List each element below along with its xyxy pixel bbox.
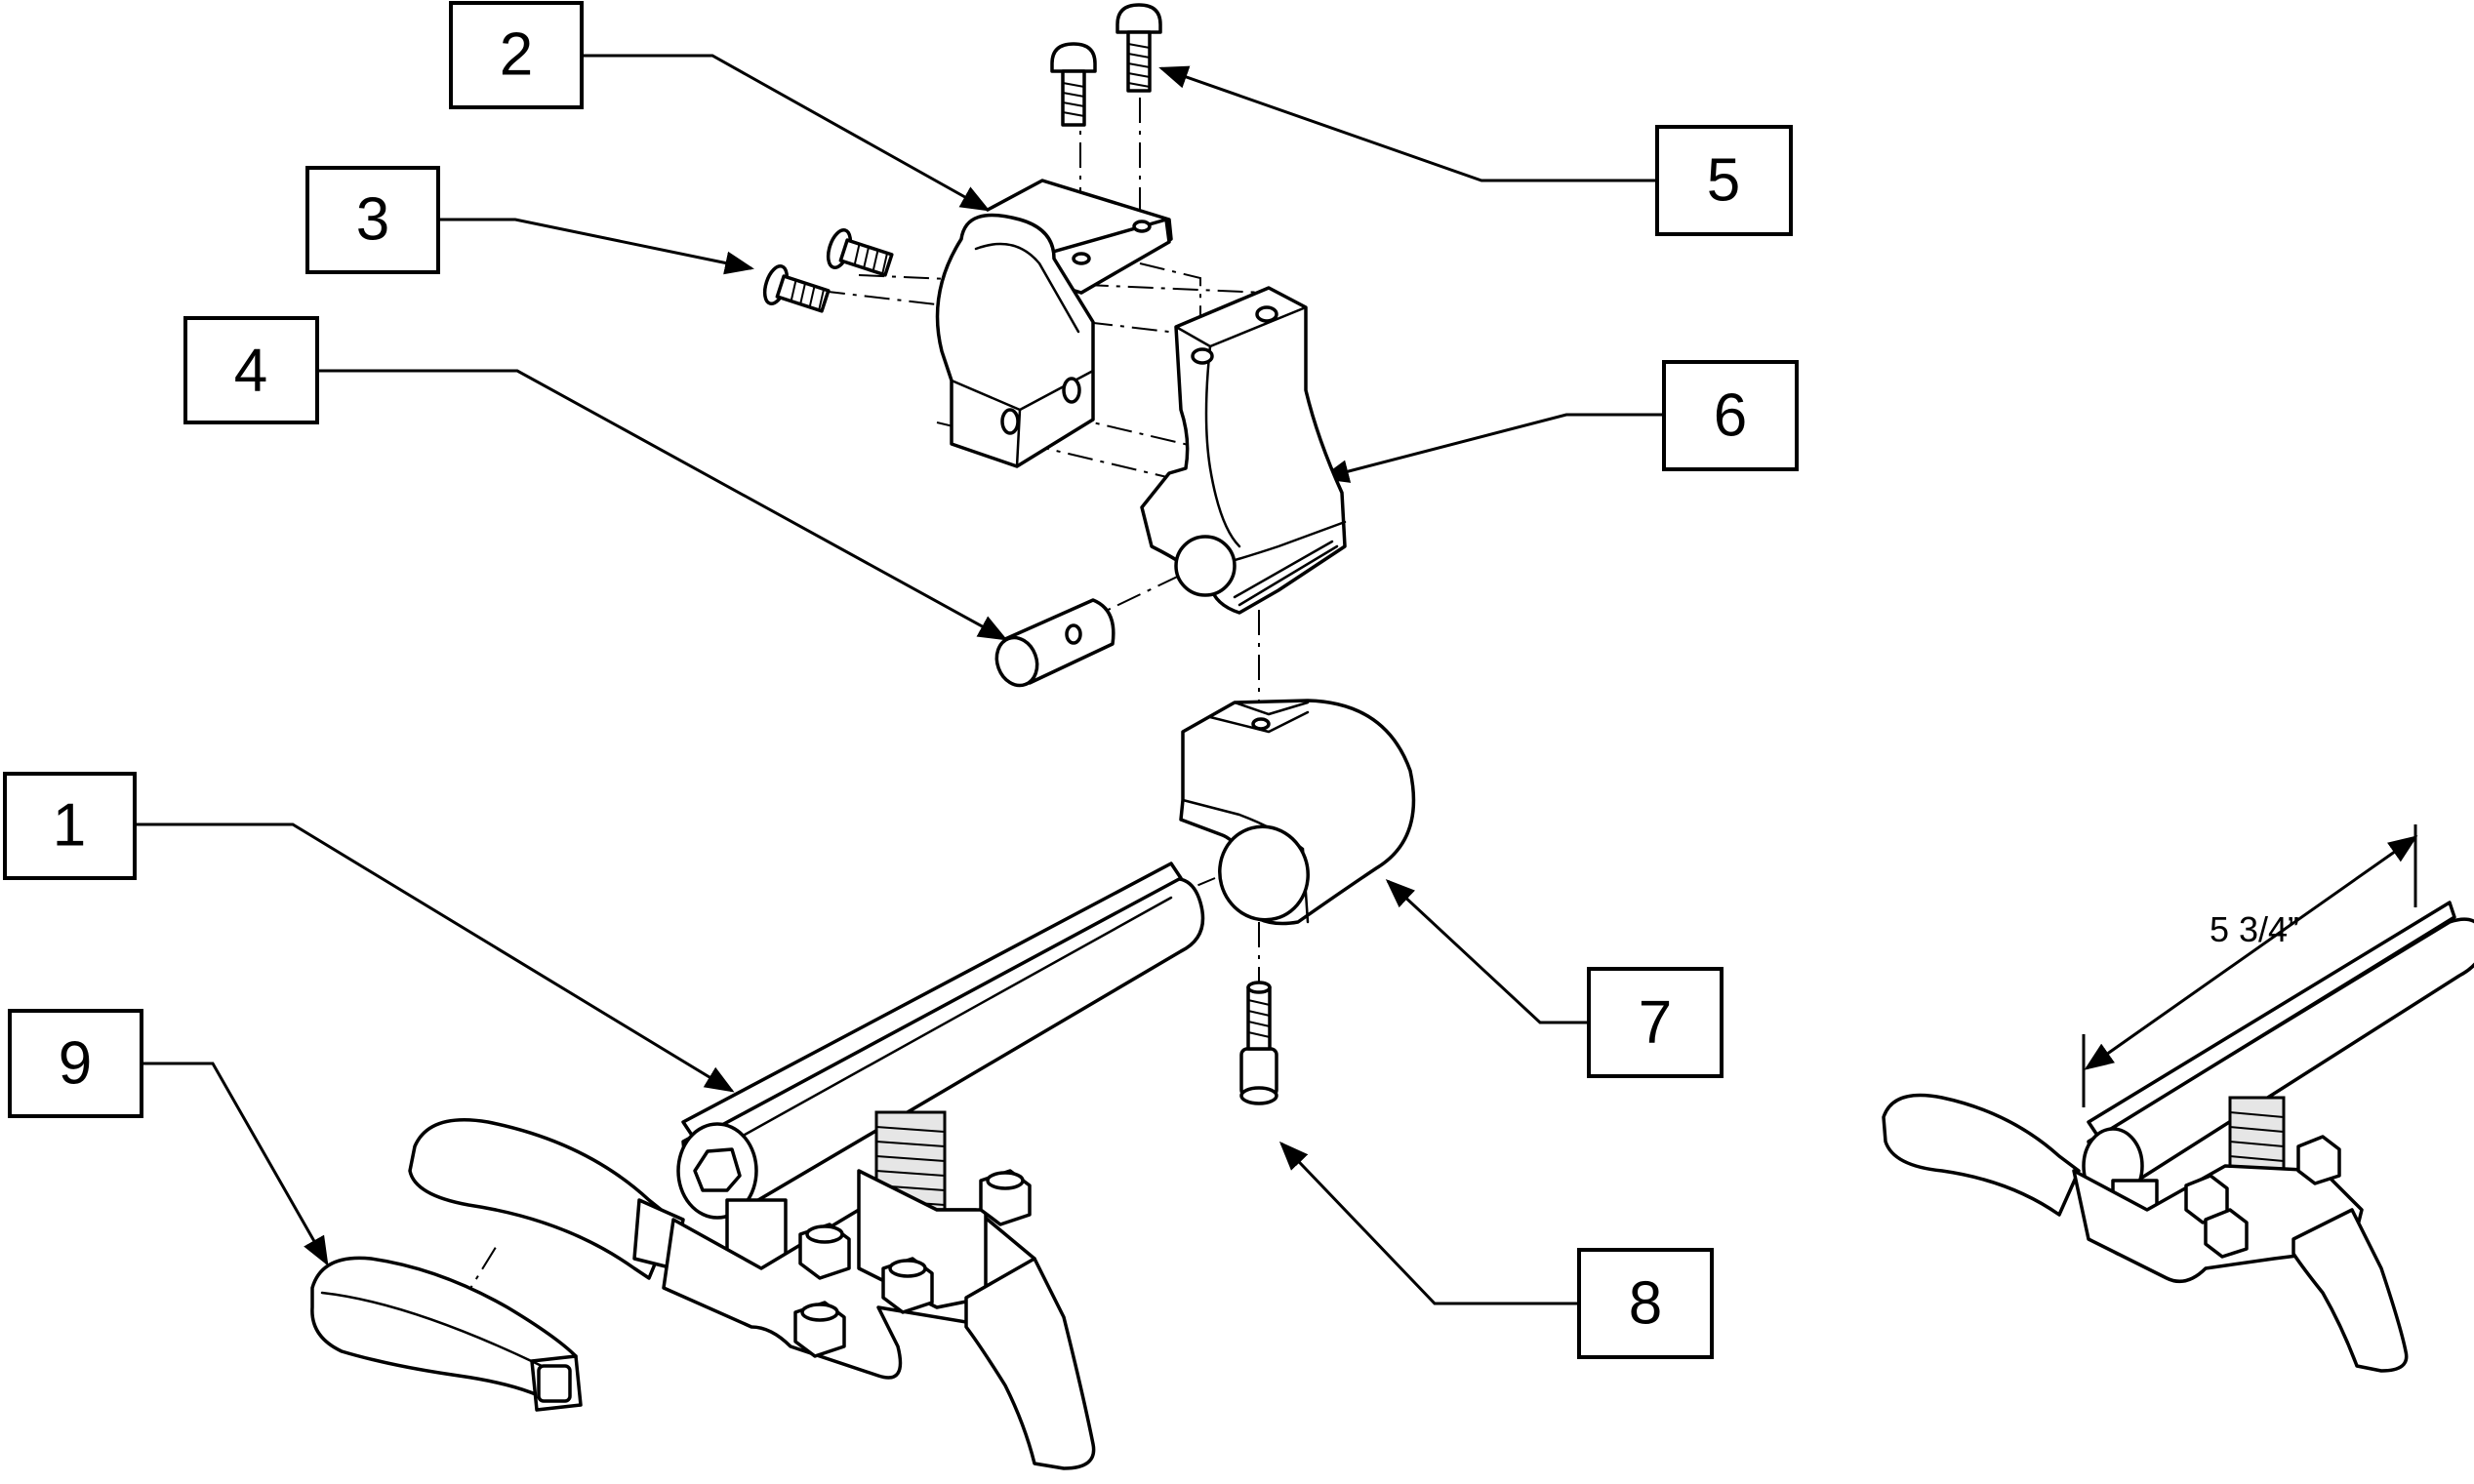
callout-5: 5	[1655, 125, 1793, 236]
screws-5	[1050, 3, 1162, 127]
bolt-8	[1239, 981, 1278, 1105]
leader-5	[1158, 65, 1657, 182]
leader-9	[142, 1062, 329, 1266]
nuts	[793, 1169, 1032, 1358]
callout-2-number: 2	[500, 21, 533, 89]
screws-3	[762, 227, 894, 313]
callout-1: 1	[3, 772, 137, 880]
callout-8-number: 8	[1629, 1270, 1662, 1338]
callout-6: 6	[1662, 360, 1799, 471]
callout-9-number: 9	[59, 1030, 92, 1098]
dimension-annotation: 5 3/4”	[2082, 824, 2418, 1107]
leader-6	[1319, 413, 1664, 483]
callout-3-number: 3	[356, 186, 389, 254]
leader-lines	[135, 54, 1664, 1305]
assembled-reference-view	[1882, 901, 2474, 1373]
leader-3	[439, 218, 754, 275]
callout-5-number: 5	[1707, 147, 1740, 215]
grip-9	[310, 1256, 583, 1412]
callout-8: 8	[1577, 1248, 1714, 1359]
leader-8	[1278, 1141, 1579, 1305]
callout-9: 9	[8, 1009, 143, 1118]
callout-7-number: 7	[1639, 989, 1672, 1057]
callout-4-number: 4	[234, 338, 267, 405]
leader-7	[1385, 878, 1589, 1024]
dimension-label: 5 3/4”	[2210, 909, 2299, 949]
clamp-body-7	[1179, 699, 1416, 926]
callout-2: 2	[449, 1, 584, 109]
callout-7: 7	[1587, 967, 1724, 1078]
clamp-half-2	[935, 179, 1173, 468]
callout-6-number: 6	[1714, 382, 1747, 450]
main-assembly-1	[408, 862, 1205, 1470]
callout-3: 3	[305, 166, 440, 274]
leader-4	[317, 369, 1008, 641]
callout-4: 4	[183, 316, 319, 424]
leader-1	[135, 822, 735, 1093]
pin-4	[994, 598, 1115, 688]
clamp-half-6	[1140, 286, 1347, 615]
leader-2	[584, 54, 991, 212]
callout-1-number: 1	[53, 792, 86, 860]
